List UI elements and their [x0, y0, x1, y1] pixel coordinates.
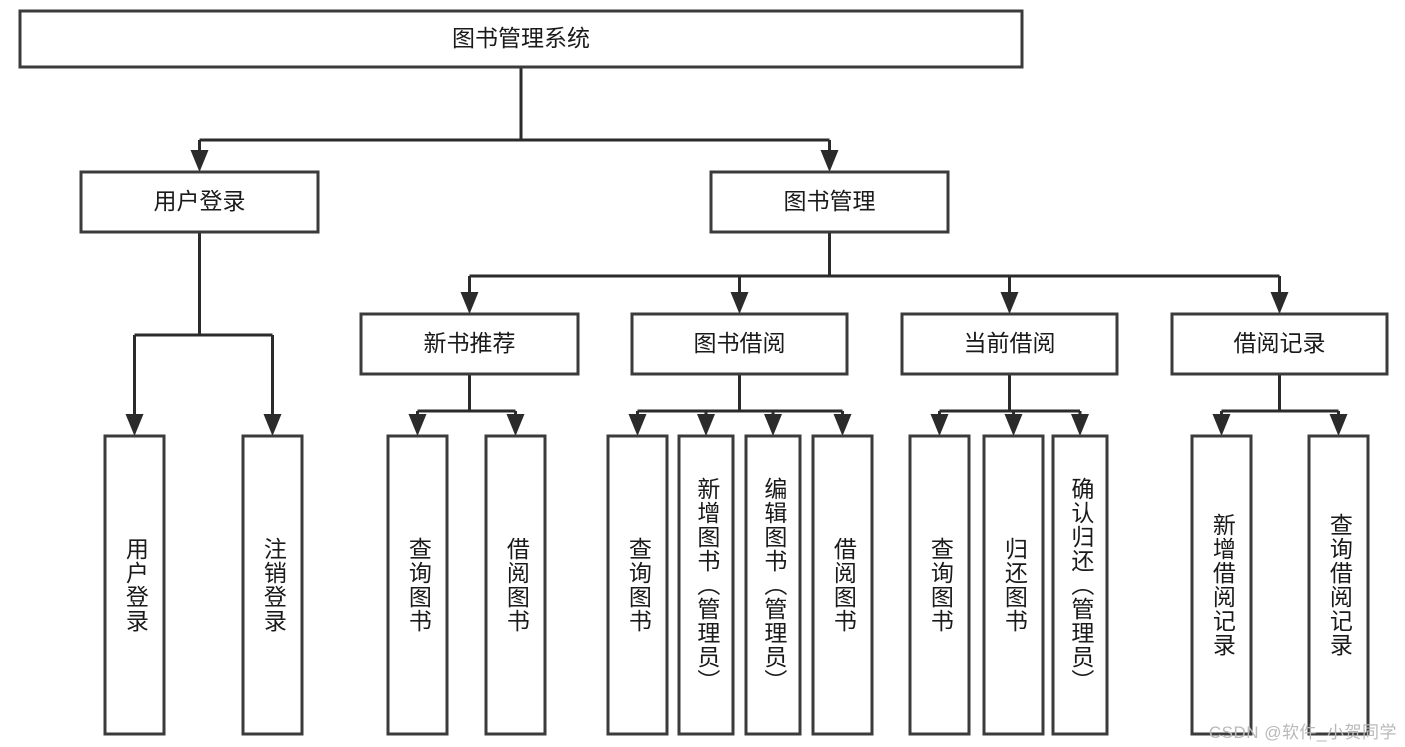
node-box-new-book-rec[interactable]	[359, 312, 580, 376]
node-boxes-layer	[18, 9, 1389, 736]
node-box-leaf-borrow-book-1[interactable]	[484, 434, 547, 736]
node-label-current-borrow: 当前借阅	[964, 330, 1056, 356]
arrow-head-icon	[506, 414, 525, 436]
node-box-leaf-query-book-1[interactable]	[386, 434, 449, 736]
arrow-head-icon	[820, 150, 839, 172]
node-label-new-book-rec: 新书推荐	[424, 330, 516, 356]
node-box-leaf-add-record[interactable]	[1190, 434, 1253, 736]
node-box-leaf-query-book-3[interactable]	[908, 434, 971, 736]
arrow-head-icon	[1270, 292, 1289, 314]
node-box-user-login[interactable]	[79, 170, 320, 234]
arrow-head-icon	[930, 414, 949, 436]
node-box-leaf-user-login[interactable]	[103, 434, 166, 736]
node-box-leaf-borrow-book-2[interactable]	[811, 434, 874, 736]
node-box-leaf-return-book[interactable]	[982, 434, 1045, 736]
arrow-head-icon	[730, 292, 749, 314]
arrow-head-icon	[1071, 414, 1089, 436]
arrow-head-icon	[263, 414, 282, 436]
arrow-head-icon	[1004, 414, 1023, 436]
arrow-head-icon	[125, 414, 144, 436]
node-box-leaf-confirm-return[interactable]	[1051, 434, 1109, 736]
arrow-head-icon	[628, 414, 647, 436]
arrow-head-icon	[1000, 292, 1019, 314]
node-box-current-borrow[interactable]	[900, 312, 1119, 376]
csdn-watermark: CSDN @软件_小贺同学	[1208, 723, 1397, 742]
arrow-head-icon	[764, 414, 782, 436]
arrow-head-icon	[1329, 414, 1348, 436]
node-label-borrow-record: 借阅记录	[1234, 330, 1326, 356]
arrow-head-icon	[833, 414, 852, 436]
node-label-user-login: 用户登录	[154, 188, 246, 214]
arrow-head-icon	[190, 150, 209, 172]
node-box-root[interactable]	[18, 9, 1024, 69]
arrow-head-icon	[460, 292, 479, 314]
node-box-leaf-add-book[interactable]	[677, 434, 735, 736]
node-box-leaf-query-book-2[interactable]	[606, 434, 669, 736]
node-box-borrow-record[interactable]	[1170, 312, 1389, 376]
node-box-leaf-user-logout[interactable]	[241, 434, 304, 736]
arrow-head-icon	[1212, 414, 1231, 436]
connectors-layer	[125, 67, 1348, 436]
node-box-leaf-query-record[interactable]	[1307, 434, 1370, 736]
node-label-root: 图书管理系统	[452, 25, 590, 51]
node-box-book-manage[interactable]	[709, 170, 950, 234]
arrow-head-icon	[408, 414, 427, 436]
node-box-leaf-edit-book[interactable]	[744, 434, 802, 736]
node-label-book-borrow: 图书借阅	[694, 330, 786, 356]
node-box-book-borrow[interactable]	[630, 312, 849, 376]
node-label-book-manage: 图书管理	[784, 188, 876, 214]
arrow-head-icon	[697, 414, 715, 436]
